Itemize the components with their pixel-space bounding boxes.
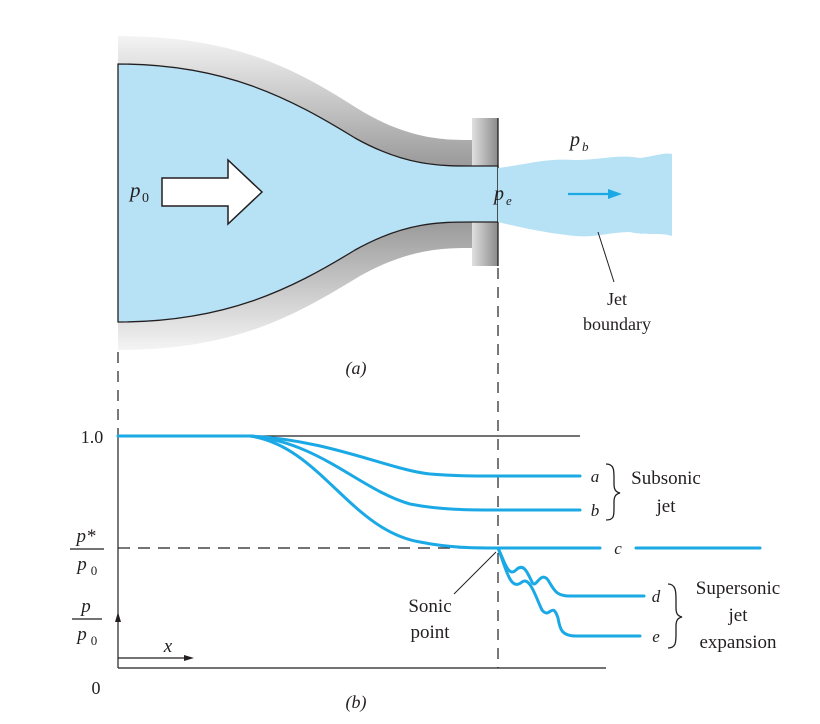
supersonic-label-3: expansion [699, 632, 777, 653]
supersonic-brace-icon [667, 583, 683, 649]
yaxis-denominator-sub: 0 [91, 633, 98, 648]
sonic-point-label-1: Sonic [408, 596, 451, 617]
panel-b-caption: (b) [346, 692, 367, 713]
curve-d [496, 546, 646, 598]
curve-a [248, 434, 582, 478]
x-axis-label: x [163, 636, 173, 657]
pb-subscript: b [582, 139, 589, 154]
supersonic-label-1: Supersonic [696, 578, 780, 599]
y-tick-one: 1.0 [81, 427, 104, 447]
exit-flange-top [472, 118, 498, 166]
jet-boundary-label-1: Jet [607, 289, 627, 309]
y-tick-zero: 0 [92, 678, 101, 698]
yaxis-numerator: p [79, 596, 91, 617]
curve-label-a: a [591, 467, 600, 486]
curve-b [248, 434, 582, 512]
nozzle-bottom-wall [118, 222, 498, 350]
pb-label: p [568, 129, 580, 151]
jet-boundary-label-2: boundary [583, 314, 651, 334]
sonic-point-label-2: point [410, 622, 450, 643]
curve-label-c: c [614, 539, 622, 558]
y-axis-arrow-icon [115, 612, 121, 622]
pressure-curves [116, 434, 762, 638]
p0-subscript: 0 [142, 191, 149, 206]
jet-boundary-leader [597, 231, 615, 283]
panel-a-caption: (a) [346, 358, 367, 379]
curve-label-d: d [652, 587, 661, 606]
curve-label-e: e [652, 627, 660, 646]
x-axis-arrow-icon [184, 655, 194, 661]
supersonic-label-2: jet [728, 605, 749, 626]
subsonic-label-2: jet [656, 496, 677, 517]
pe-label: p [492, 183, 504, 205]
pstar-denominator-sub: 0 [91, 563, 98, 578]
curve-c [248, 434, 602, 550]
sonic-point-leader [453, 551, 497, 595]
panel-a-nozzle: p 0 p e p b Jet boundary (a) [117, 36, 672, 379]
jet-arrow-icon [608, 189, 622, 199]
subsonic-label-1: Subsonic [631, 468, 701, 489]
nozzle-top-wall [118, 36, 498, 166]
p0-label: p [128, 178, 141, 202]
pstar-numerator: p* [75, 526, 97, 547]
pe-subscript: e [506, 193, 512, 208]
exit-flange-bottom [472, 222, 498, 266]
curve-label-b: b [591, 501, 600, 520]
subsonic-brace-icon [605, 463, 621, 521]
flow-arrow-icon [161, 158, 264, 226]
yaxis-denominator: p [75, 624, 87, 645]
pstar-denominator: p [75, 554, 87, 575]
panel-b-pressure-plot: 1.0 0 p* p 0 p p 0 x a b c d e Subsonic … [70, 427, 780, 713]
curve-e [496, 546, 642, 638]
